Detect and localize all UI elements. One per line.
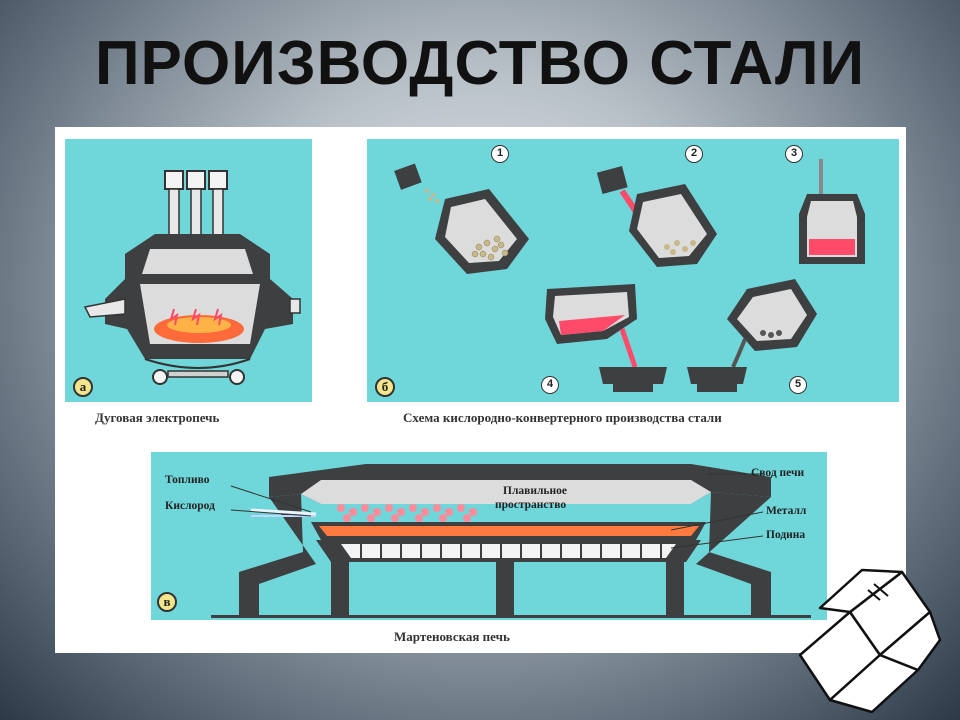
converter-icon: [545, 284, 638, 368]
label-metal: Металл: [766, 505, 807, 517]
label-melting-space-2: пространство: [495, 499, 567, 511]
panel-arc-furnace: а: [65, 139, 312, 402]
label-fuel: Топливо: [165, 474, 210, 486]
ladle-icon: [599, 367, 667, 392]
label-melting-space-1: Плавильное: [503, 485, 567, 497]
converter-icon: [727, 279, 817, 368]
diagram-card: а Дуговая электропечь: [55, 127, 906, 653]
converter-icon: [596, 165, 717, 267]
step-number-4: 4: [541, 376, 559, 394]
label-roof: Свод печи: [751, 467, 805, 479]
panel-letter-b: б: [375, 377, 395, 397]
page-title: ПРОИЗВОДСТВО СТАЛИ: [94, 29, 866, 98]
open-hearth-drawing: [211, 464, 811, 618]
caption-arc-furnace: Дуговая электропечь: [95, 410, 220, 425]
step-number-3: 3: [785, 145, 803, 163]
panel-letter-a: а: [73, 377, 93, 397]
step-number-5: 5: [789, 376, 807, 394]
step-number-1: 1: [491, 145, 509, 163]
caption-oxygen-converter: Схема кислородно-конвертерного производс…: [403, 410, 722, 425]
label-hearth: Подина: [766, 529, 806, 541]
label-oxygen: Кислород: [165, 500, 215, 512]
panel-letter-c: в: [157, 592, 177, 612]
caption-open-hearth: Мартеновская печь: [394, 629, 510, 644]
ladle-icon: [687, 367, 747, 392]
converter-icon: [394, 163, 529, 274]
panel-open-hearth: Топливо Кислород Плавильное пространство…: [151, 452, 827, 620]
converter-drawing: [394, 159, 865, 392]
step-number-2: 2: [685, 145, 703, 163]
converter-icon: [799, 159, 865, 264]
arc-furnace-drawing: [83, 170, 301, 385]
panel-oxygen-converter: 1 2 3 4 5 б: [367, 139, 899, 402]
